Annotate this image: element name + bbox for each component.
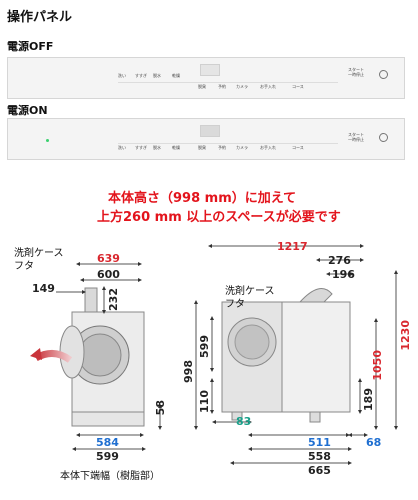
side-view (194, 244, 398, 465)
dim-side-depth-total: 1217 (277, 240, 308, 253)
start-pause-button[interactable]: スタート 一時停止 (348, 132, 364, 142)
panel-button-wash[interactable]: 洗い (118, 145, 126, 150)
panel-button-timer[interactable]: 予約 (218, 145, 226, 150)
notice-line-1: 本体高さ（998 mm）に加えて (108, 191, 297, 206)
panel-button-spin[interactable]: 脱水 (153, 145, 161, 150)
section-title-control-panel: 操作パネル (7, 10, 73, 25)
dim-front-base-outer: 599 (96, 450, 119, 463)
dim-side-foot-189: 189 (362, 388, 375, 411)
dim-front-base-inner: 584 (96, 436, 119, 449)
panel-button-camera[interactable]: カメラ (236, 145, 248, 150)
dim-side-base-665: 665 (308, 464, 331, 477)
dim-side-height-998: 998 (182, 360, 195, 383)
dim-side-lid-depth: 276 (328, 254, 351, 267)
panel-button-care[interactable]: お手入れ (260, 84, 276, 89)
panel-divider (118, 143, 338, 144)
dim-side-height-open: 1230 (399, 320, 412, 351)
control-panel-off: 洗い すすぎ 脱水 乾燥 脱臭 予約 カメラ お手入れ コース スタート 一時停… (7, 57, 405, 99)
dim-side-front-83: 83 (236, 415, 252, 428)
panel-button-dry[interactable]: 乾燥 (172, 73, 180, 78)
label-power-on: 電源ON (7, 104, 48, 117)
dim-side-height-body: 1050 (371, 350, 384, 381)
panel-button-timer[interactable]: 予約 (218, 84, 226, 89)
panel-divider (118, 82, 338, 83)
front-base-caption: 本体下端幅（樹脂部） (60, 471, 160, 482)
panel-button-course[interactable]: コース (292, 84, 304, 89)
control-panel-on: 洗い すすぎ 脱水 乾燥 脱臭 予約 カメラ お手入れ コース スタート 一時停… (7, 118, 405, 160)
dimension-diagram (30, 244, 398, 465)
panel-button-course[interactable]: コース (292, 145, 304, 150)
panel-button-camera[interactable]: カメラ (236, 84, 248, 89)
label-power-off: 電源OFF (7, 40, 54, 53)
dim-side-base-68: 68 (366, 436, 382, 449)
power-button[interactable] (379, 70, 388, 79)
dim-side-door-599: 599 (198, 335, 211, 358)
side-detergent-lid-label: 洗剤ケース フタ (225, 286, 275, 310)
dim-front-lid-width: 149 (32, 282, 55, 295)
panel-button-rinse[interactable]: すすぎ (135, 145, 147, 150)
panel-button-deodorize[interactable]: 脱臭 (198, 145, 206, 150)
panel-button-care[interactable]: お手入れ (260, 145, 276, 150)
dim-front-base-height: 58 (154, 400, 167, 416)
panel-button-wash[interactable]: 洗い (118, 73, 126, 78)
panel-display (200, 64, 220, 76)
power-button[interactable] (379, 133, 388, 142)
panel-button-rinse[interactable]: すすぎ (135, 73, 147, 78)
power-led-icon (46, 139, 49, 142)
panel-button-spin[interactable]: 脱水 (153, 73, 161, 78)
dim-side-base-511: 511 (308, 436, 331, 449)
dim-front-top-inner: 600 (97, 268, 120, 281)
dim-side-foot-110: 110 (198, 390, 211, 413)
front-view (30, 262, 162, 451)
dim-front-top-outer: 639 (97, 252, 120, 265)
front-detergent-lid-label: 洗剤ケース フタ (14, 248, 64, 272)
dim-front-lid-height: 232 (107, 288, 120, 311)
dim-side-lid-inner: 196 (332, 268, 355, 281)
notice-line-2: 上方260 mm 以上のスペースが必要です (97, 210, 341, 225)
start-pause-button[interactable]: スタート 一時停止 (348, 67, 364, 77)
panel-display (200, 125, 220, 137)
panel-button-dry[interactable]: 乾燥 (172, 145, 180, 150)
dim-side-base-558: 558 (308, 450, 331, 463)
panel-button-deodorize[interactable]: 脱臭 (198, 84, 206, 89)
